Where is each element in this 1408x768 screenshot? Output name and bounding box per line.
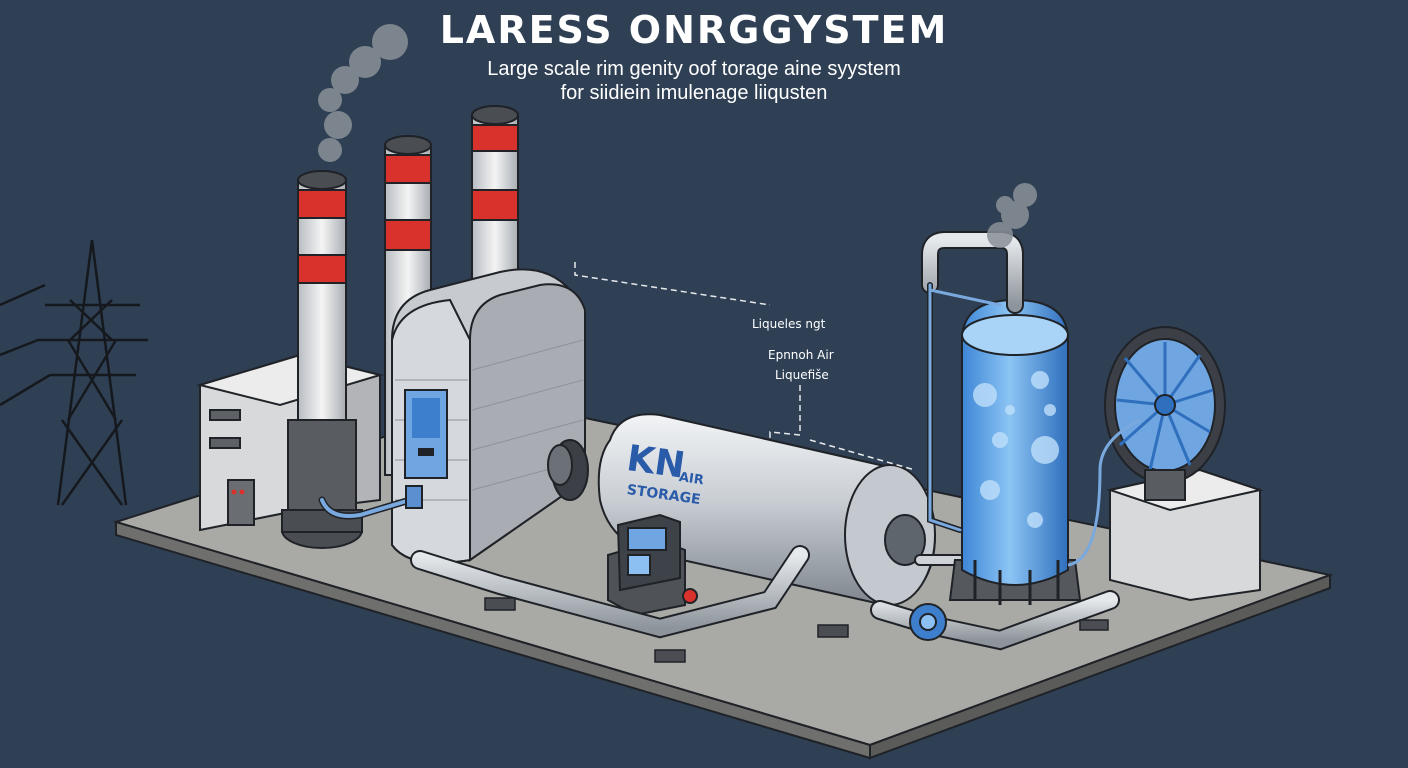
diagram-title: LARESS ONRGGYSTEM: [439, 8, 949, 52]
pipe-supports: [484, 597, 1109, 663]
callout-leader-lines: [574, 262, 916, 471]
vapor-plume: [987, 183, 1037, 248]
expansion-callout-line2: Liquefiše: [775, 368, 829, 382]
expansion-callout-line1: Epnnoh Air: [768, 348, 834, 362]
diagram-subtitle-line2: for siidiein imulenage liiqusten: [560, 82, 828, 104]
pipe-plant-to-coldbox: [318, 485, 423, 520]
insulated-cold-box: [391, 268, 586, 564]
liquefaction-callout: Liqueles ngt: [752, 317, 826, 331]
overhead-gas-pipe: [921, 231, 1024, 533]
liquid-air-tank: [948, 298, 1082, 605]
diagram-subtitle-line1: Large scale rim genity oof torage aine s…: [487, 58, 901, 80]
smoke-plume: [318, 24, 408, 162]
pump-icon: [909, 603, 947, 641]
transmission-tower-icon: [0, 239, 148, 506]
expansion-turbine: [1067, 326, 1264, 602]
smokestack-left: [281, 170, 363, 549]
main-pipe-network: [410, 545, 1120, 651]
control-panel: [607, 513, 686, 617]
